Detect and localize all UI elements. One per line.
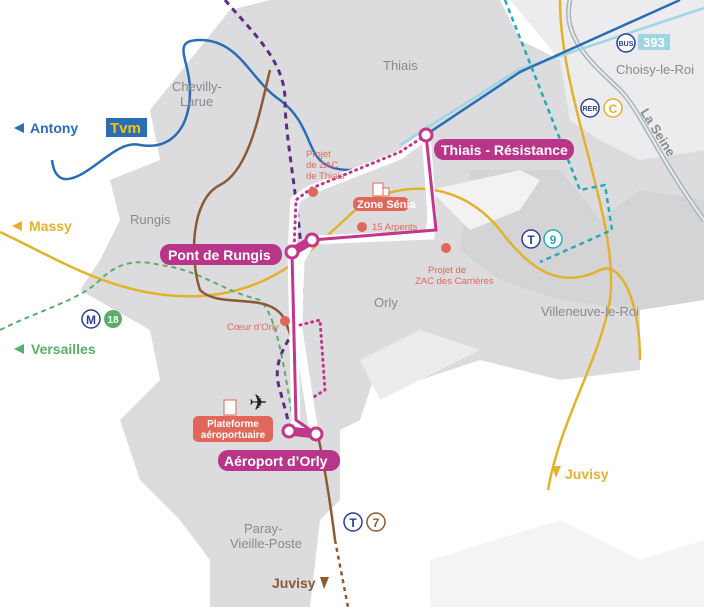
airplane-icon: ✈: [249, 390, 267, 415]
project-line: [281, 127, 438, 442]
svg-text:393: 393: [643, 35, 665, 50]
poi-pin-icon: [441, 243, 451, 253]
svg-text:Plateforme: Plateforme: [207, 419, 259, 430]
svg-text:ZAC des Carrières: ZAC des Carrières: [415, 276, 494, 287]
svg-text:Juvisy: Juvisy: [272, 575, 316, 591]
svg-text:Zone Sénia: Zone Sénia: [357, 199, 417, 211]
svg-text:M: M: [86, 313, 96, 327]
tram-7-extension: [333, 539, 350, 607]
town-vieille-poste: Vieille-Poste: [230, 536, 302, 551]
town-chevilly: Chevilly-: [172, 79, 222, 94]
bus-393-badge: BUS 393: [616, 33, 670, 53]
dest-versailles: Versailles: [14, 341, 96, 357]
svg-text:Projet: Projet: [306, 149, 331, 160]
poi-zone-senia: Zone Sénia: [353, 197, 417, 211]
town-thiais: Thiais: [383, 58, 418, 73]
svg-text:Versailles: Versailles: [31, 341, 96, 357]
svg-text:de Thiais: de Thiais: [306, 171, 345, 182]
station-label-thiais[interactable]: Thiais - Résistance: [434, 139, 574, 160]
town-paray: Paray-: [244, 521, 282, 536]
dest-juvisy-tram: Juvisy: [272, 575, 329, 591]
town-larue: Larue: [180, 94, 213, 109]
bus-393-line: [399, 6, 704, 147]
svg-text:Massy: Massy: [29, 218, 72, 234]
station-thiais-resistance[interactable]: [418, 127, 434, 143]
svg-text:7: 7: [373, 516, 380, 530]
svg-text:Juvisy: Juvisy: [565, 466, 609, 482]
rer-c-badge: RER C: [580, 98, 623, 118]
svg-text:15 Arpents: 15 Arpents: [372, 222, 418, 233]
metro-18-badge: M 18: [81, 309, 122, 329]
svg-text:C: C: [609, 102, 618, 116]
poi-pin-icon: [308, 187, 318, 197]
station-label-pont-de-rungis[interactable]: Pont de Rungis: [160, 244, 282, 265]
svg-text:T: T: [527, 233, 535, 247]
building-icon: [372, 182, 390, 197]
poi-plateforme: Plateforme aéroportuaire: [193, 399, 273, 442]
tvm-badge: Tvm: [106, 118, 147, 137]
svg-text:T: T: [349, 516, 357, 530]
svg-text:Pont de Rungis: Pont de Rungis: [168, 247, 271, 263]
rer-c-branch: [546, 0, 613, 491]
town-rungis: Rungis: [130, 212, 171, 227]
svg-text:aéroportuaire: aéroportuaire: [201, 430, 266, 441]
svg-text:Thiais - Résistance: Thiais - Résistance: [441, 142, 568, 158]
poi-15-arpents: 15 Arpents: [357, 222, 418, 233]
dest-massy: Massy: [12, 218, 72, 234]
poi-pin-icon: [357, 222, 367, 232]
svg-text:Projet de: Projet de: [428, 265, 466, 276]
svg-text:RER: RER: [583, 106, 598, 113]
metro-18-line: [0, 261, 296, 431]
svg-text:Cœur d’Orly: Cœur d’Orly: [227, 322, 279, 333]
tram-9-line: [503, 0, 614, 264]
rer-c-line: [0, 187, 642, 361]
station-label-aeroport-orly[interactable]: Aéroport d’Orly: [218, 450, 340, 471]
town-villeneuve: Villeneuve-le-Roi: [541, 304, 639, 319]
dest-juvisy-rer: Juvisy: [552, 466, 609, 482]
svg-text:BUS: BUS: [619, 41, 634, 48]
svg-text:de ZAC: de ZAC: [306, 160, 338, 171]
poi-zac-thiais: Projet de ZAC de Thiais: [306, 149, 345, 197]
poi-coeur-orly: Cœur d’Orly: [227, 316, 290, 333]
dest-antony: Antony: [14, 120, 78, 136]
poi-pin-icon: [280, 316, 290, 326]
station-aeroport-orly[interactable]: [308, 426, 324, 442]
svg-text:Tvm: Tvm: [110, 120, 141, 137]
town-orly: Orly: [374, 295, 398, 310]
station-pont-de-rungis[interactable]: [284, 244, 300, 260]
town-choisy: Choisy-le-Roi: [616, 62, 694, 77]
tram-9-badge: T 9: [521, 229, 563, 249]
svg-text:Aéroport d’Orly: Aéroport d’Orly: [224, 453, 328, 469]
building-icon: [223, 399, 237, 416]
svg-text:18: 18: [107, 315, 119, 326]
svg-text:Antony: Antony: [30, 120, 78, 136]
poi-zac-carrieres: Projet de ZAC des Carrières: [415, 243, 494, 287]
tram-7-badge: T 7: [343, 512, 386, 532]
svg-text:9: 9: [550, 233, 557, 247]
